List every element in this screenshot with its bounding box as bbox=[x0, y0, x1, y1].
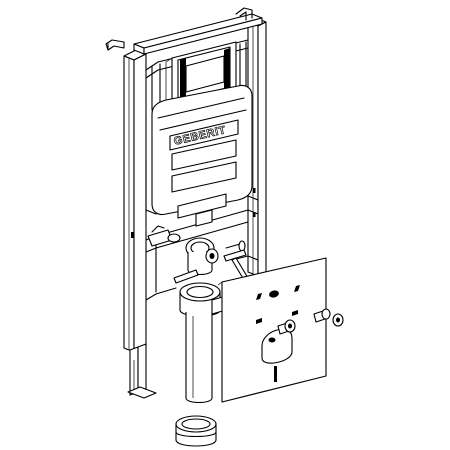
pipe-end-cap bbox=[175, 415, 217, 447]
wall-protection-plate bbox=[217, 257, 327, 403]
water-supply-fitting bbox=[147, 225, 181, 247]
top-mounting-bracket bbox=[105, 7, 263, 55]
fixing-bolt-stud bbox=[277, 319, 296, 335]
concealed-cistern: GEBERIT bbox=[151, 84, 253, 227]
flush-pipe-bend bbox=[173, 237, 249, 284]
frame-left-post bbox=[123, 49, 157, 399]
fixing-washer bbox=[313, 308, 344, 327]
